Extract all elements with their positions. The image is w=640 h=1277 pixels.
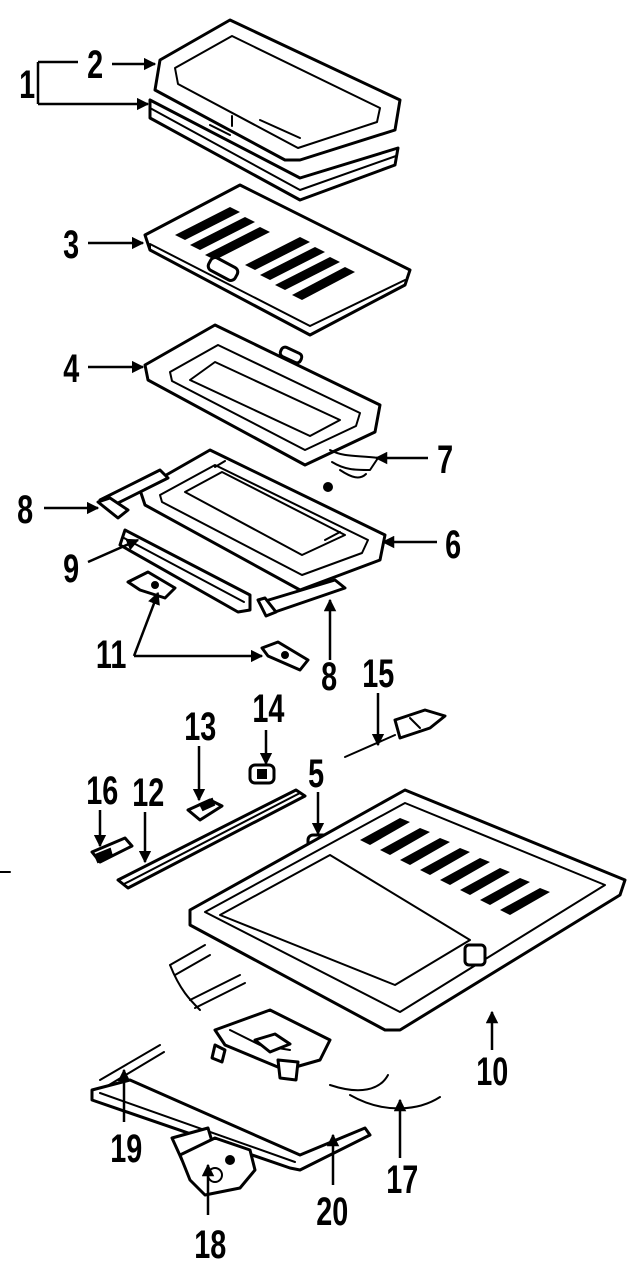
callout-8-upper: 8 [17, 487, 33, 532]
callout-15: 15 [362, 651, 394, 696]
callout-13: 13 [184, 704, 216, 749]
part-7-drain-hose [323, 449, 379, 492]
drive-mechanism [169, 944, 332, 1082]
part-18-motor [170, 1126, 257, 1197]
part-8-rail-left [96, 468, 170, 520]
callout-20: 20 [316, 1189, 348, 1234]
part-11-bracket-lower [260, 640, 310, 672]
part-13-slider [186, 797, 224, 822]
callout-11: 11 [96, 632, 126, 677]
part-3-sunshade [143, 183, 412, 337]
callout-14: 14 [252, 686, 285, 731]
part-15-cable [344, 708, 447, 758]
part-6-module-frame [138, 448, 387, 592]
callout-17: 17 [386, 1157, 418, 1202]
callout-5: 5 [308, 751, 324, 796]
part-20-front-bar [90, 1078, 372, 1172]
callout-7: 7 [437, 437, 453, 482]
callout-18: 18 [194, 1222, 226, 1267]
callout-16: 16 [86, 768, 118, 813]
part-14-clip [248, 763, 276, 785]
callout-1: 1 [19, 62, 35, 107]
part-16-stopper [90, 836, 134, 864]
callout-labels: 1 2 3 4 5 6 7 8 8 9 10 11 12 13 14 15 16… [17, 42, 508, 1267]
callout-10: 10 [476, 1049, 508, 1094]
part-4-frame-seal [143, 323, 382, 467]
callout-12: 12 [132, 770, 164, 815]
part-10-housing [188, 788, 627, 1032]
part-17-cable [329, 1074, 441, 1110]
part-8-rail-right [256, 578, 347, 618]
leader-lines [36, 57, 499, 1215]
callout-8-lower: 8 [321, 654, 337, 699]
part-1-glass-panel [148, 98, 400, 202]
callout-3: 3 [63, 222, 79, 267]
callout-4: 4 [63, 346, 80, 391]
callout-9: 9 [63, 546, 79, 591]
part-11-bracket-upper [126, 570, 177, 600]
callout-2: 2 [87, 42, 103, 87]
part-9-front-trim [118, 528, 252, 614]
callout-6: 6 [445, 522, 461, 567]
part-2-glass-seal [153, 18, 402, 162]
part-12-guide-rail [116, 788, 307, 890]
part-19-side-bar [99, 1044, 165, 1089]
callout-19: 19 [110, 1126, 142, 1171]
